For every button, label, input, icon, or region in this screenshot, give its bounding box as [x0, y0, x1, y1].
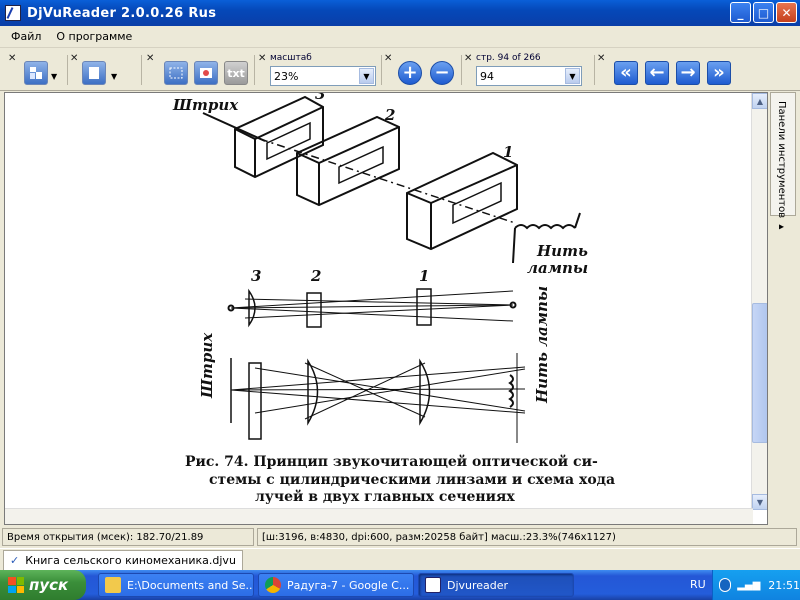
label-3-top: 3 — [315, 93, 325, 103]
next-page-button[interactable]: → — [676, 61, 700, 85]
toolbar-close-icon[interactable]: ✕ — [464, 53, 473, 64]
toolbar-separator — [461, 55, 462, 85]
scroll-up-icon[interactable]: ▲ — [752, 93, 767, 109]
windows-flag-icon — [8, 577, 24, 593]
page-view-icon[interactable] — [82, 61, 106, 85]
toolbars-panel-tab[interactable]: Панели инструментов ▸ — [770, 92, 796, 232]
toolbar-separator — [67, 55, 68, 85]
zoom-in-button[interactable]: + — [398, 61, 422, 85]
document-tab[interactable]: ✓ Книга сельского киномеханика.djvu — [3, 550, 243, 570]
toolbar-group-zoom-buttons: ✕ + − — [384, 52, 460, 88]
menu-about[interactable]: О программе — [56, 30, 133, 43]
document-view[interactable]: Штрих 3 2 1 Нить лампы — [4, 92, 768, 525]
menu-bar: Файл О программе — [0, 26, 800, 48]
label-lampy-top: лампы — [527, 259, 588, 277]
toolbar-separator — [141, 55, 142, 85]
toolbar-separator — [594, 55, 595, 85]
label-1-top: 1 — [503, 143, 513, 161]
zoom-label: масштаб — [270, 53, 312, 63]
last-page-button[interactable]: » — [707, 61, 731, 85]
horizontal-scrollbar[interactable] — [5, 508, 753, 524]
chevron-down-icon[interactable]: ▼ — [565, 68, 580, 84]
task-djvureader[interactable]: Djvureader — [418, 573, 574, 597]
toolbar-separator — [381, 55, 382, 85]
prev-page-button[interactable]: ← — [645, 61, 669, 85]
page-select[interactable]: 94 ▼ — [476, 66, 582, 86]
toolbar-close-icon[interactable]: ✕ — [384, 53, 393, 64]
status-document-info: [ш:3196, в:4830, dpi:600, разм:20258 бай… — [257, 528, 797, 546]
bluetooth-icon[interactable] — [719, 578, 732, 592]
task-djvureader-label: Djvureader — [447, 578, 509, 592]
djvu-icon — [425, 577, 441, 593]
document-tabs: ✓ Книга сельского киномеханика.djvu — [0, 548, 800, 570]
scroll-down-icon[interactable]: ▼ — [752, 494, 767, 510]
task-chrome[interactable]: Радуга-7 - Google C... — [258, 573, 414, 597]
toolbar-group-view: ✕ ▼ — [8, 52, 64, 88]
page-label: стр. 94 of 266 — [476, 53, 541, 63]
select-area-icon[interactable] — [164, 61, 188, 85]
toolbar-close-icon[interactable]: ✕ — [70, 53, 79, 64]
page-figure: Штрих 3 2 1 Нить лампы — [172, 93, 615, 505]
toolbar-group-page: ✕ ▼ — [70, 52, 126, 88]
folder-icon — [105, 577, 121, 593]
close-button[interactable]: ✕ — [776, 2, 797, 23]
scroll-thumb[interactable] — [752, 303, 767, 443]
label-shtrih-vertical: Штрих — [198, 332, 216, 399]
label-2-mid: 2 — [310, 267, 321, 285]
label-2-top: 2 — [384, 106, 395, 124]
toolbar-close-icon[interactable]: ✕ — [8, 53, 17, 64]
task-explorer[interactable]: E:\Documents and Se... — [98, 573, 254, 597]
label-1-mid: 1 — [419, 267, 429, 285]
window-title: DjVuReader 2.0.0.26 Rus — [27, 5, 217, 21]
start-button[interactable]: пуск — [0, 570, 86, 600]
clock[interactable]: 21:51 — [768, 578, 800, 592]
task-explorer-label: E:\Documents and Se... — [127, 578, 254, 592]
app-icon — [5, 5, 21, 21]
toolbar-close-icon[interactable]: ✕ — [597, 53, 606, 64]
signal-icon[interactable]: ▂▄▆ — [737, 579, 761, 591]
caption-line-2: стемы с цилиндрическими линзами и схема … — [209, 472, 615, 488]
start-label: пуск — [29, 576, 69, 594]
task-chrome-label: Радуга-7 - Google C... — [287, 578, 410, 592]
status-bar: Время открытия (мсек): 182.70/21.89 [ш:3… — [0, 527, 800, 547]
minimize-button[interactable]: _ — [730, 2, 751, 23]
system-tray: ▂▄▆ 21:51 — [712, 570, 800, 600]
document-tab-label: Книга сельского киномеханика.djvu — [25, 554, 236, 567]
toolbar: ✕ ▼ ✕ ▼ ✕ txt ✕ масштаб 23% ▼ — [0, 49, 800, 91]
toolbars-panel-label: Панели инструментов ▸ — [776, 101, 787, 233]
label-3-mid: 3 — [251, 267, 261, 285]
image-icon[interactable] — [194, 61, 218, 85]
text-mode-button[interactable]: txt — [224, 61, 248, 85]
menu-file[interactable]: Файл — [11, 30, 42, 43]
chevron-down-icon[interactable]: ▼ — [359, 68, 374, 84]
chevron-down-icon[interactable]: ▼ — [111, 72, 118, 81]
toolbar-group-navigation: ✕ « ← → » — [597, 52, 737, 88]
title-bar: DjVuReader 2.0.0.26 Rus _ □ ✕ — [0, 0, 800, 26]
zoom-value: 23% — [274, 69, 299, 83]
status-open-time: Время открытия (мсек): 182.70/21.89 — [2, 528, 254, 546]
label-nit-vertical: Нить лампы — [533, 286, 551, 404]
chrome-icon — [265, 577, 281, 593]
first-page-button[interactable]: « — [614, 61, 638, 85]
toolbar-group-tools: ✕ txt — [146, 52, 254, 88]
page-value: 94 — [480, 69, 494, 83]
vertical-scrollbar[interactable]: ▲ ▼ — [751, 93, 767, 510]
maximize-button[interactable]: □ — [753, 2, 774, 23]
chevron-down-icon[interactable]: ▼ — [51, 72, 58, 81]
zoom-select[interactable]: 23% ▼ — [270, 66, 376, 86]
toolbar-separator — [254, 55, 255, 85]
language-indicator[interactable]: RU — [690, 578, 706, 591]
toolbar-close-icon[interactable]: ✕ — [146, 53, 155, 64]
toolbar-group-zoom: ✕ масштаб 23% ▼ — [258, 52, 378, 88]
toolbar-close-icon[interactable]: ✕ — [258, 53, 267, 64]
caption-line-3: лучей в двух главных сечениях — [255, 488, 515, 505]
caption-line-1: Рис. 74. Принцип звукочитающей оптическо… — [185, 453, 598, 470]
zoom-out-button[interactable]: − — [430, 61, 454, 85]
check-icon: ✓ — [10, 554, 20, 567]
taskbar: пуск E:\Documents and Se... Радуга-7 - G… — [0, 570, 800, 600]
label-nit-top: Нить — [536, 242, 588, 260]
label-shtrih-top: Штрих — [172, 96, 239, 114]
toolbar-group-page-select: ✕ стр. 94 of 266 94 ▼ — [464, 52, 586, 88]
layout-icon[interactable] — [24, 61, 48, 85]
